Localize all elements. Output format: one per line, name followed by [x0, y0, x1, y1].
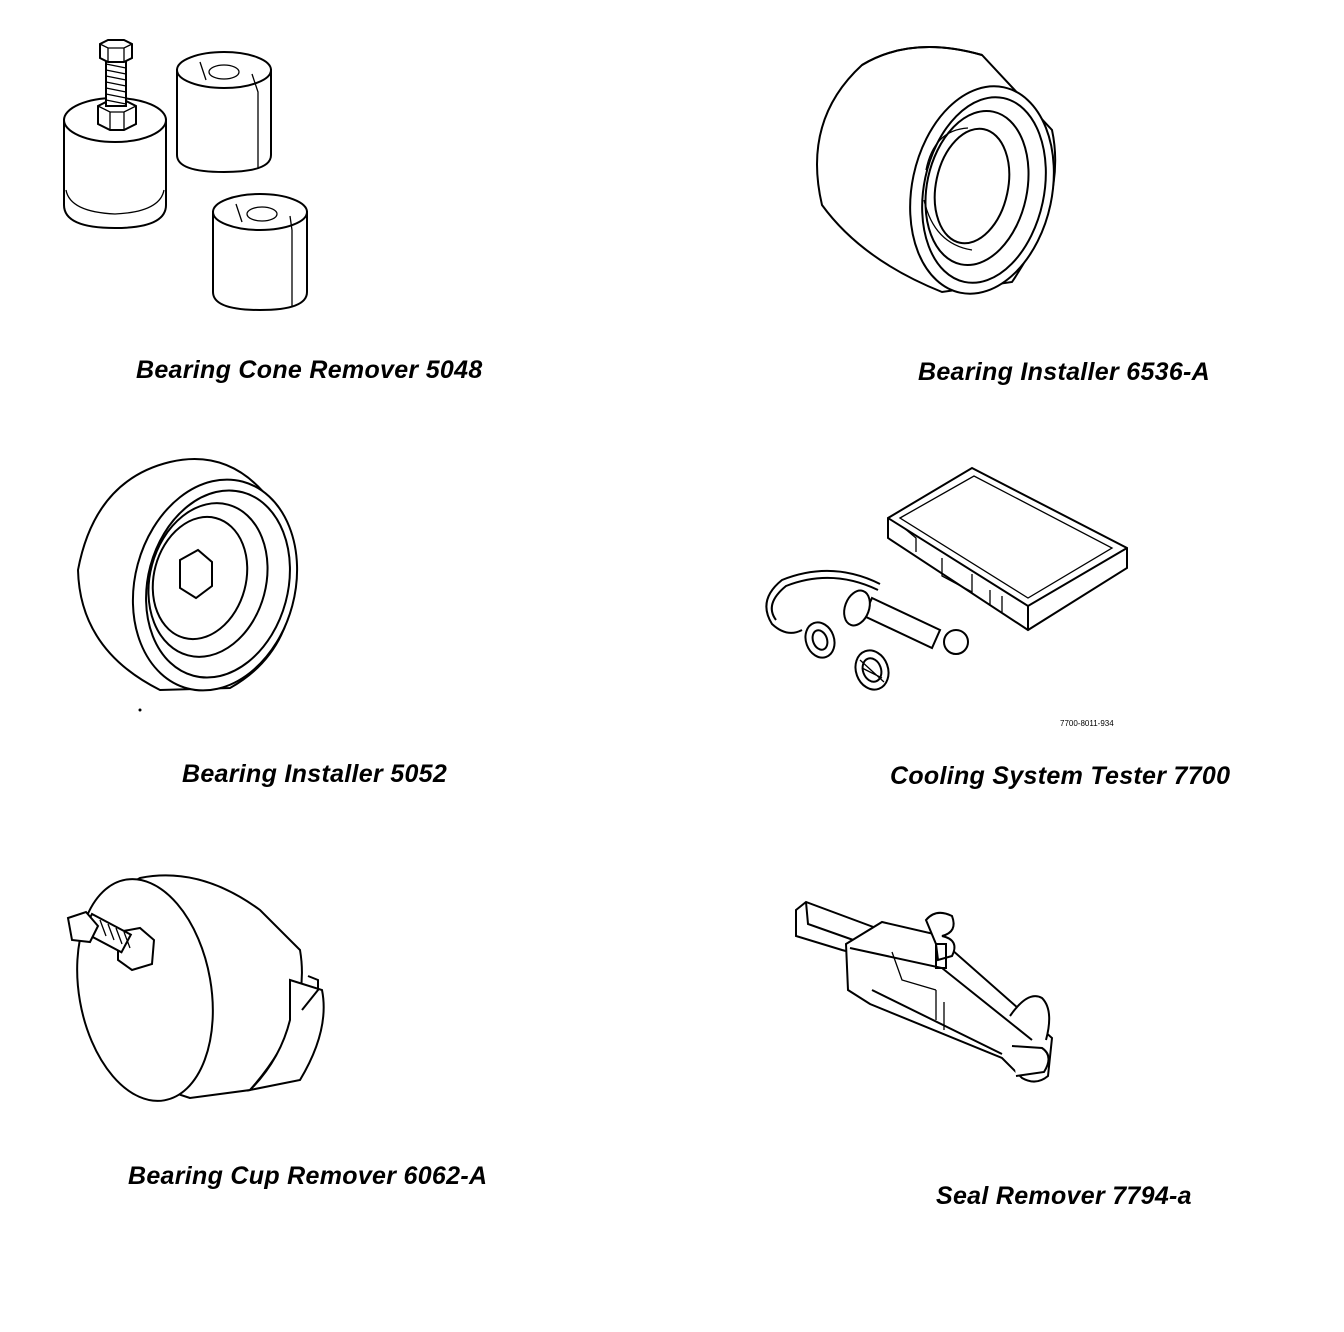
caption-cooling-system-tester: Cooling System Tester 7700 [890, 762, 1231, 790]
caption-bearing-cone-remover: Bearing Cone Remover 5048 [136, 356, 483, 384]
cooling-system-tester-illustration [672, 420, 1344, 840]
caption-bearing-installer-5052: Bearing Installer 5052 [182, 760, 448, 788]
seal-remover-illustration [672, 840, 1344, 1260]
tool-cooling-system-tester: 7700-8011-934 Cooling System Tester 7700 [672, 420, 1344, 840]
tool-bearing-installer-6536a: Bearing Installer 6536-A [672, 0, 1344, 420]
tool-seal-remover: Seal Remover 7794-a [672, 840, 1344, 1260]
tool-bearing-installer-5052: Bearing Installer 5052 [0, 420, 672, 840]
tool-bearing-cone-remover: Bearing Cone Remover 5048 [0, 0, 672, 420]
bearing-cup-remover-illustration [0, 840, 672, 1260]
bearing-installer-5052-illustration [0, 420, 672, 712]
bearing-cone-remover-illustration [0, 0, 672, 420]
caption-seal-remover: Seal Remover 7794-a [936, 1182, 1192, 1210]
figure-number: 7700-8011-934 [1060, 719, 1114, 728]
bearing-installer-6536a-illustration [672, 0, 1344, 420]
caption-bearing-installer-6536a: Bearing Installer 6536-A [918, 358, 1211, 386]
caption-bearing-cup-remover: Bearing Cup Remover 6062-A [128, 1162, 488, 1190]
tool-bearing-cup-remover: Bearing Cup Remover 6062-A [0, 840, 672, 1260]
